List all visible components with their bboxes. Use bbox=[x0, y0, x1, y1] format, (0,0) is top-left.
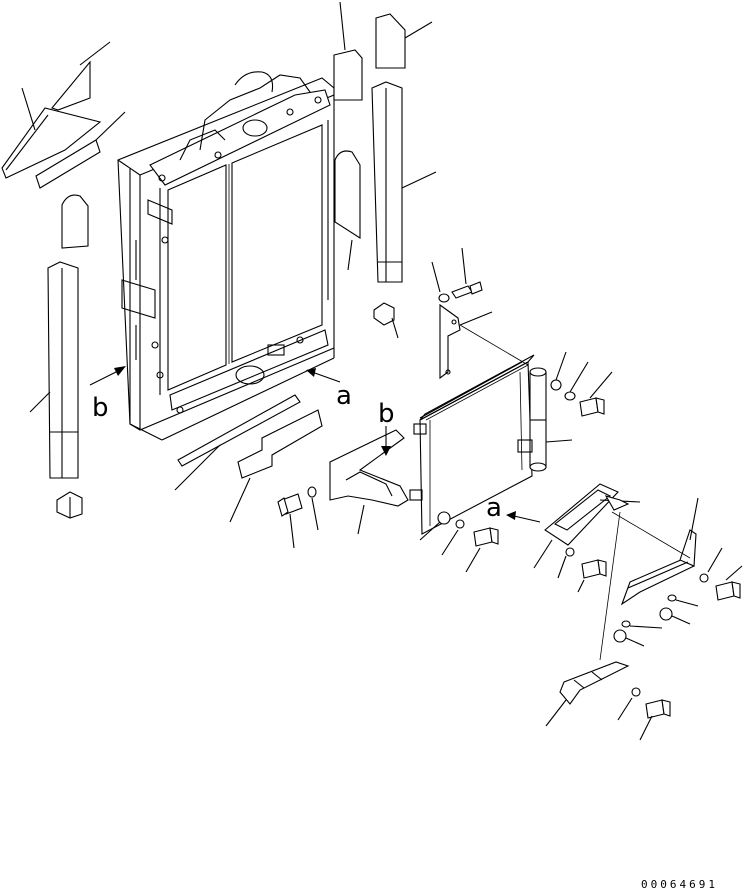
seal-triangle-top bbox=[51, 41, 111, 111]
reference-lines bbox=[425, 324, 691, 661]
arrow-a-left: a bbox=[306, 368, 352, 411]
seal-strip-stepped-bottom bbox=[229, 409, 323, 523]
callout-a-right: a bbox=[486, 493, 502, 523]
seal-block-left bbox=[61, 194, 89, 249]
small-hardware-cluster bbox=[613, 594, 699, 647]
arrow-b-mid: b bbox=[378, 399, 395, 456]
bracket-arm-lower bbox=[329, 429, 409, 535]
cover-plate-bottom bbox=[545, 661, 630, 727]
hardware-below-condenser bbox=[419, 511, 499, 573]
washer-lower-left bbox=[307, 486, 319, 531]
condenser-unit bbox=[409, 354, 573, 535]
callout-b-left: b bbox=[92, 393, 109, 423]
drawing-code: 00064691 bbox=[641, 878, 718, 891]
callout-a-left: a bbox=[336, 381, 352, 411]
hardware-right-of-condenser bbox=[550, 351, 613, 417]
callout-b-mid: b bbox=[378, 399, 395, 429]
seal-strip-lower-left bbox=[35, 111, 126, 189]
seal-column-right bbox=[371, 81, 437, 283]
seal-block-top-center bbox=[333, 1, 363, 101]
bolt-top bbox=[451, 247, 483, 299]
mounting-bracket-right bbox=[533, 483, 641, 569]
support-arm-right bbox=[620, 497, 699, 606]
seal-column-left bbox=[29, 261, 79, 479]
bolt-lower-left bbox=[277, 493, 303, 549]
bracket-plate-upper bbox=[439, 303, 493, 380]
arrow-b-left: b bbox=[89, 366, 126, 423]
cushion-block-right bbox=[373, 302, 399, 339]
hardware-right-bracket bbox=[557, 547, 607, 593]
radiator-assembly bbox=[117, 71, 335, 441]
seal-strip-upper-left bbox=[1, 87, 102, 179]
cushion-block-left bbox=[56, 491, 83, 519]
washer-top bbox=[431, 261, 450, 303]
hardware-far-right bbox=[699, 547, 743, 601]
seal-wedge-right bbox=[334, 150, 361, 271]
arrow-a-right: a bbox=[486, 493, 541, 523]
hardware-bottom bbox=[617, 687, 671, 741]
seal-block-top-right bbox=[375, 13, 433, 69]
seal-strip-long-bottom bbox=[174, 394, 301, 491]
